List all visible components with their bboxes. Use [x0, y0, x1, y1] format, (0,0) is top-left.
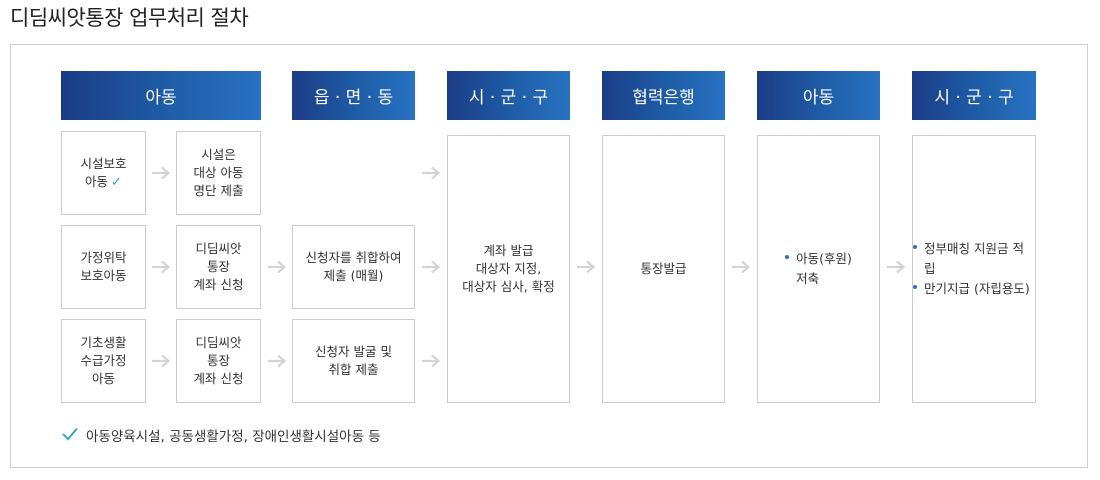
box-child-savings: 아동(후원) 저축	[757, 135, 880, 403]
box-bankbook-issue: 통장발급	[602, 135, 725, 403]
box-account-apply-2: 디딤씨앗 통장 계좌 신청	[176, 319, 261, 403]
box-foster-child: 가정위탁 보호아동	[61, 225, 146, 309]
arrow-right-icon	[421, 260, 441, 274]
foster-child-label: 가정위탁 보호아동	[80, 250, 127, 283]
arrow-right-icon	[421, 354, 441, 368]
header-city-county-2: 시 · 군 · 구	[912, 71, 1036, 120]
basic-livelihood-child-label: 기초생활 수급가정 아동	[80, 335, 127, 386]
matching-fund-item-2: 만기지급 (자립용도)	[924, 281, 1030, 296]
box-facility-child: 시설보호 아동✓	[61, 131, 146, 215]
bullet-dot	[913, 245, 917, 249]
arrow-right-icon	[151, 260, 171, 274]
box-account-apply-1: 디딤씨앗 통장 계좌 신청	[176, 225, 261, 309]
account-issue-label: 계좌 발급 대상자 지정, 대상자 심사, 확정	[462, 243, 555, 294]
matching-fund-item-1: 정부매칭 지원금 적립	[924, 241, 1024, 276]
header-child: 아동	[61, 71, 261, 120]
check-icon: ✓	[111, 174, 122, 190]
box-account-issue: 계좌 발급 대상자 지정, 대상자 심사, 확정	[447, 135, 570, 403]
submit-list-label: 시설은 대상 아동 명단 제출	[193, 147, 244, 198]
process-diagram-frame	[10, 44, 1088, 468]
check-icon	[62, 427, 78, 443]
facility-child-label: 시설보호 아동	[80, 155, 127, 189]
account-apply-label-1: 디딤씨앗 통장 계좌 신청	[193, 241, 244, 292]
box-submit-list: 시설은 대상 아동 명단 제출	[176, 131, 261, 215]
header-child-2: 아동	[757, 71, 880, 120]
arrow-right-icon	[886, 260, 906, 274]
footnote: 아동양육시설, 공동생활가정, 장애인생활시설아동 등	[62, 425, 381, 445]
arrow-right-icon	[731, 260, 751, 274]
footnote-text: 아동양육시설, 공동생활가정, 장애인생활시설아동 등	[86, 429, 381, 445]
discover-applicants-label: 신청자 발굴 및 취합 제출	[315, 344, 392, 377]
child-savings-line2: 저축	[796, 271, 820, 286]
header-partner-bank: 협력은행	[602, 71, 725, 120]
page-title: 디딤씨앗통장 업무처리 절차	[10, 6, 249, 30]
arrow-right-icon	[151, 354, 171, 368]
arrow-right-icon	[267, 354, 287, 368]
child-savings-line1: 아동(후원)	[796, 251, 852, 266]
header-town-office: 읍 · 면 · 동	[292, 71, 415, 120]
box-discover-applicants: 신청자 발굴 및 취합 제출	[292, 319, 415, 403]
box-collect-applicants: 신청자를 취합하여 제출 (매월)	[292, 225, 415, 309]
box-basic-livelihood-child: 기초생활 수급가정 아동	[61, 319, 146, 403]
box-matching-fund: 정부매칭 지원금 적립 만기지급 (자립용도)	[912, 135, 1036, 403]
bullet-dot	[913, 285, 917, 289]
bullet-dot	[785, 255, 790, 259]
header-city-county: 시 · 군 · 구	[447, 71, 570, 120]
arrow-right-icon	[151, 166, 171, 180]
arrow-right-icon	[267, 260, 287, 274]
collect-applicants-label: 신청자를 취합하여 제출 (매월)	[305, 250, 402, 283]
arrow-right-icon	[576, 260, 596, 274]
bankbook-issue-label: 통장발급	[640, 261, 687, 276]
account-apply-label-2: 디딤씨앗 통장 계좌 신청	[193, 335, 244, 386]
arrow-right-icon	[421, 166, 441, 180]
